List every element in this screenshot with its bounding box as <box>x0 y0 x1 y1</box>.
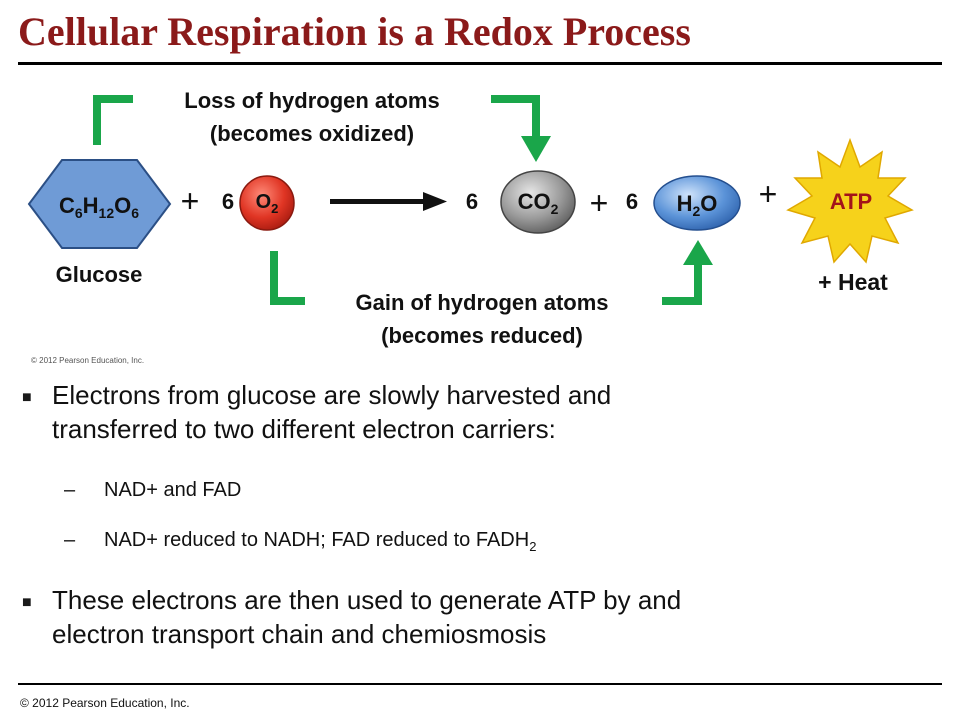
plus-sign-1: + <box>181 183 200 219</box>
slide-title: Cellular Respiration is a Redox Process <box>18 9 691 54</box>
reduced-label-line2: (becomes reduced) <box>381 323 583 348</box>
bullet-1-line2: transferred to two different electron ca… <box>52 414 556 444</box>
plus-sign-3: + <box>759 176 778 212</box>
footer-copyright: © 2012 Pearson Education, Inc. <box>20 696 190 710</box>
atp-starburst <box>786 137 914 264</box>
o2-molecule <box>239 175 295 231</box>
dash-marker: – <box>64 479 76 501</box>
diagram-credit: © 2012 Pearson Education, Inc. <box>31 356 144 365</box>
co2-coefficient: 6 <box>466 189 478 214</box>
reduced-label-line1: Gain of hydrogen atoms <box>355 290 608 315</box>
subbullet-2-text: NAD+ reduced to NADH; FAD reduced to FAD… <box>104 529 536 554</box>
bullet-2-line1: These electrons are then used to generat… <box>52 585 682 615</box>
plus-sign-2: + <box>590 185 609 221</box>
co2-formula: CO2 <box>518 189 559 217</box>
reaction-arrow <box>330 192 447 211</box>
glucose-formula: C6H12O6 <box>59 193 139 221</box>
redox-diagram: Loss of hydrogen atoms (becomes oxidized… <box>27 88 914 365</box>
atp-label: ATP <box>830 189 872 214</box>
oxidized-label-line2: (becomes oxidized) <box>210 121 414 146</box>
bullet-1-line1: Electrons from glucose are slowly harves… <box>52 380 612 410</box>
bullet-2-line2: electron transport chain and chemiosmosi… <box>52 619 547 649</box>
subbullet-1-text: NAD+ and FAD <box>104 479 242 501</box>
glucose-hexagon <box>27 159 172 249</box>
heat-label: + Heat <box>818 269 888 295</box>
bullet-square-icon: ■ <box>22 389 32 406</box>
bullet-square-icon: ■ <box>22 594 32 611</box>
glucose-label: Glucose <box>56 262 143 287</box>
dash-marker: – <box>64 529 76 551</box>
oxidation-bracket-arrow <box>93 95 551 162</box>
subbullet-2-main: NAD+ reduced to NADH; FAD reduced to FAD… <box>104 529 530 551</box>
oxidized-label-line1: Loss of hydrogen atoms <box>184 88 439 113</box>
h2o-molecule <box>653 175 741 231</box>
title-divider <box>18 62 942 65</box>
o2-formula: O2 <box>256 191 279 216</box>
h2o-coefficient: 6 <box>626 189 638 214</box>
footer-divider <box>18 683 942 685</box>
reduction-bracket-arrow <box>270 240 713 305</box>
subbullet-2-subscript: 2 <box>529 539 537 554</box>
h2o-formula: H2O <box>677 191 718 219</box>
o2-coefficient: 6 <box>222 189 234 214</box>
co2-molecule <box>500 170 576 234</box>
